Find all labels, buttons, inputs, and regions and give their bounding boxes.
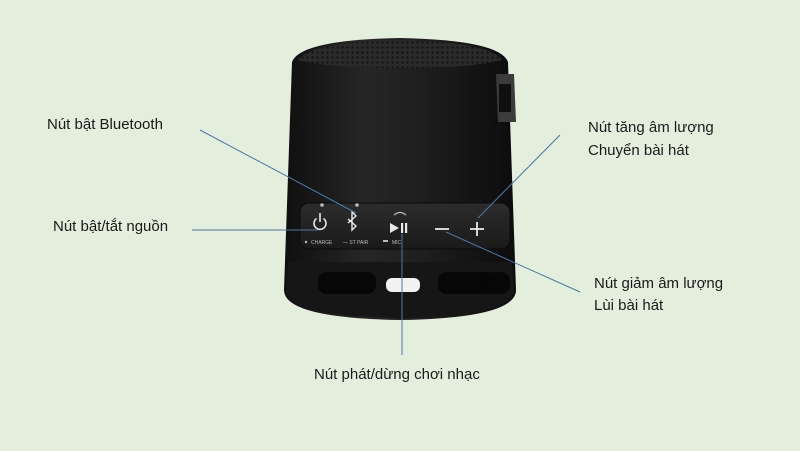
bottom-slot-left: [318, 272, 376, 294]
label-bluetooth: Nút bật Bluetooth: [47, 116, 163, 133]
control-panel: CHARGE — ST PAIR MIC: [299, 202, 511, 250]
speaker-body: [284, 38, 516, 320]
label-volume-down-line1: Nút giảm âm lượng: [594, 275, 724, 292]
play-pause-icon[interactable]: [390, 211, 408, 234]
charge-text: CHARGE: [311, 240, 333, 246]
label-power: Nút bật/tắt nguồn: [53, 218, 169, 235]
bottom-slot-right: [438, 272, 496, 294]
label-volume-up-line1: Nút tăng âm lượng: [588, 119, 714, 136]
strap-clip: [386, 278, 420, 292]
power-icon[interactable]: [313, 213, 327, 231]
label-volume-up-line2: Chuyển bài hát: [588, 142, 689, 159]
leader-bluetooth: [199, 129, 357, 214]
leader-lines: [192, 129, 581, 355]
bluetooth-icon[interactable]: [347, 210, 358, 232]
speaker-grille: [298, 40, 502, 68]
pair-text: — ST PAIR: [343, 240, 369, 246]
plus-icon[interactable]: [470, 222, 484, 236]
leader-volume-up: [477, 134, 561, 219]
label-play-pause: Nút phát/dừng chơi nhạc: [314, 366, 480, 383]
label-volume-down-line2: Lùi bài hát: [594, 297, 664, 314]
leader-volume-down: [445, 231, 581, 293]
mic-text: MIC: [392, 240, 402, 246]
